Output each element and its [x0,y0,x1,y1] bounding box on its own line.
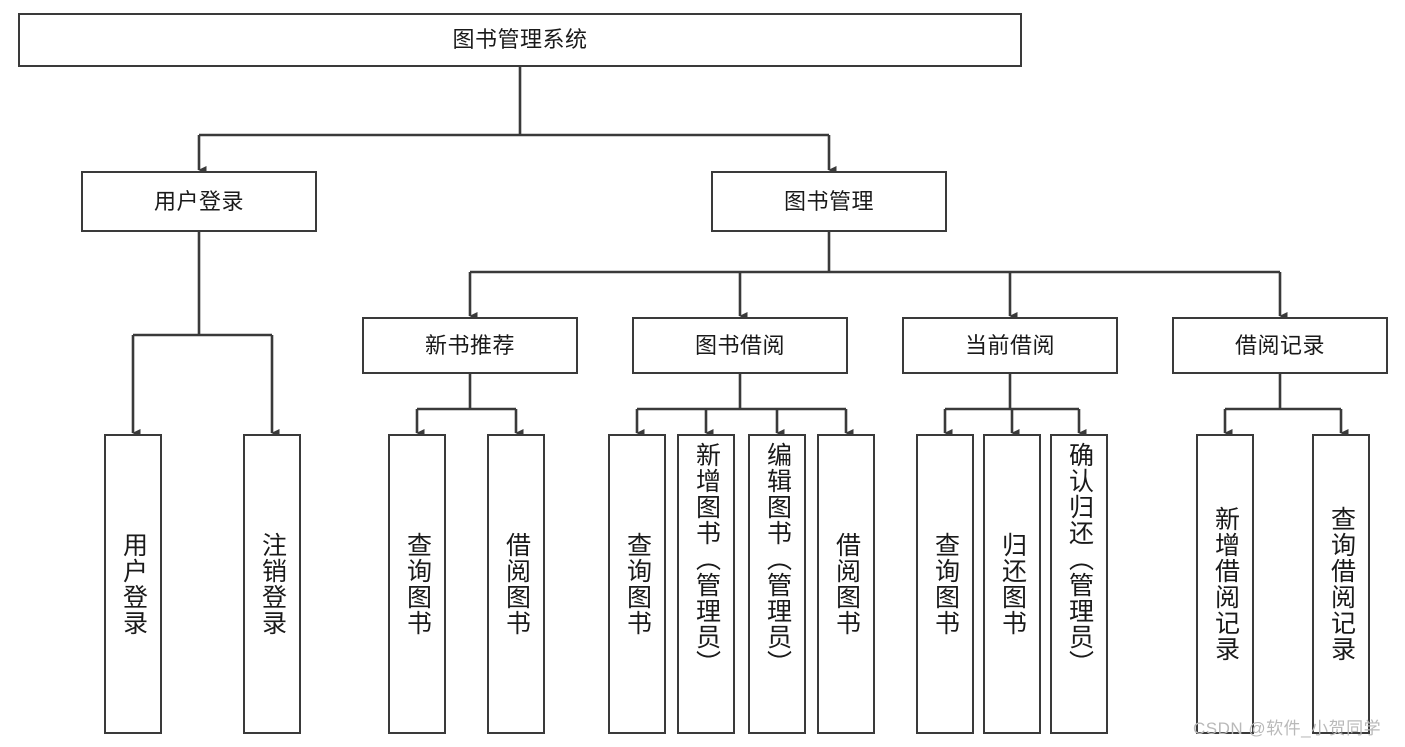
node-label: 借阅图书 [832,532,861,636]
node-borrow_record: 借阅记录 [1172,317,1388,374]
edge-group [131,67,1349,437]
node-label: 注销登录 [258,532,287,636]
csdn-watermark: CSDN @软件_小贺同学 [1193,719,1382,738]
node-label: 用户登录 [153,188,244,214]
node-label: 用户登录 [119,532,148,636]
node-label: 查询借阅记录 [1327,506,1356,662]
node-leaf_borrow_edit: 编辑图书（管理员） [748,434,806,734]
node-leaf_rec_borrow: 借阅图书 [487,434,545,734]
node-leaf_borrow_do: 借阅图书 [817,434,875,734]
node-leaf_rec_search: 查询借阅记录 [1312,434,1370,734]
node-leaf_rec_add: 新增借阅记录 [1196,434,1254,734]
node-leaf_cur_confirm: 确认归还（管理员） [1050,434,1108,734]
node-user_login: 用户登录 [81,171,317,232]
node-book_borrow: 图书借阅 [632,317,848,374]
node-label: 确认归还（管理员） [1065,442,1094,676]
node-label: 归还图书 [998,532,1027,636]
node-leaf_user_logout: 注销登录 [243,434,301,734]
node-label: 新增图书（管理员） [692,442,721,676]
node-label: 图书管理 [783,188,874,214]
node-leaf_cur_return: 归还图书 [983,434,1041,734]
node-label: 新书推荐 [424,332,515,358]
node-leaf_rec_query: 查询图书 [388,434,446,734]
node-label: 图书管理系统 [452,27,588,53]
node-label: 查询图书 [623,532,652,636]
node-label: 查询图书 [403,532,432,636]
node-label: 查询图书 [931,532,960,636]
node-label: 当前借阅 [964,332,1055,358]
node-label: 借阅记录 [1234,332,1325,358]
node-leaf_user_login: 用户登录 [104,434,162,734]
node-label: 借阅图书 [502,532,531,636]
node-book_mgmt: 图书管理 [711,171,947,232]
node-label: 编辑图书（管理员） [763,442,792,676]
node-current_borrow: 当前借阅 [902,317,1118,374]
node-root: 图书管理系统 [18,13,1022,67]
node-leaf_borrow_add: 新增图书（管理员） [677,434,735,734]
node-leaf_borrow_query: 查询图书 [608,434,666,734]
node-leaf_cur_query: 查询图书 [916,434,974,734]
node-label: 图书借阅 [694,332,785,358]
node-new_book_rec: 新书推荐 [362,317,578,374]
node-label: 新增借阅记录 [1211,506,1240,662]
